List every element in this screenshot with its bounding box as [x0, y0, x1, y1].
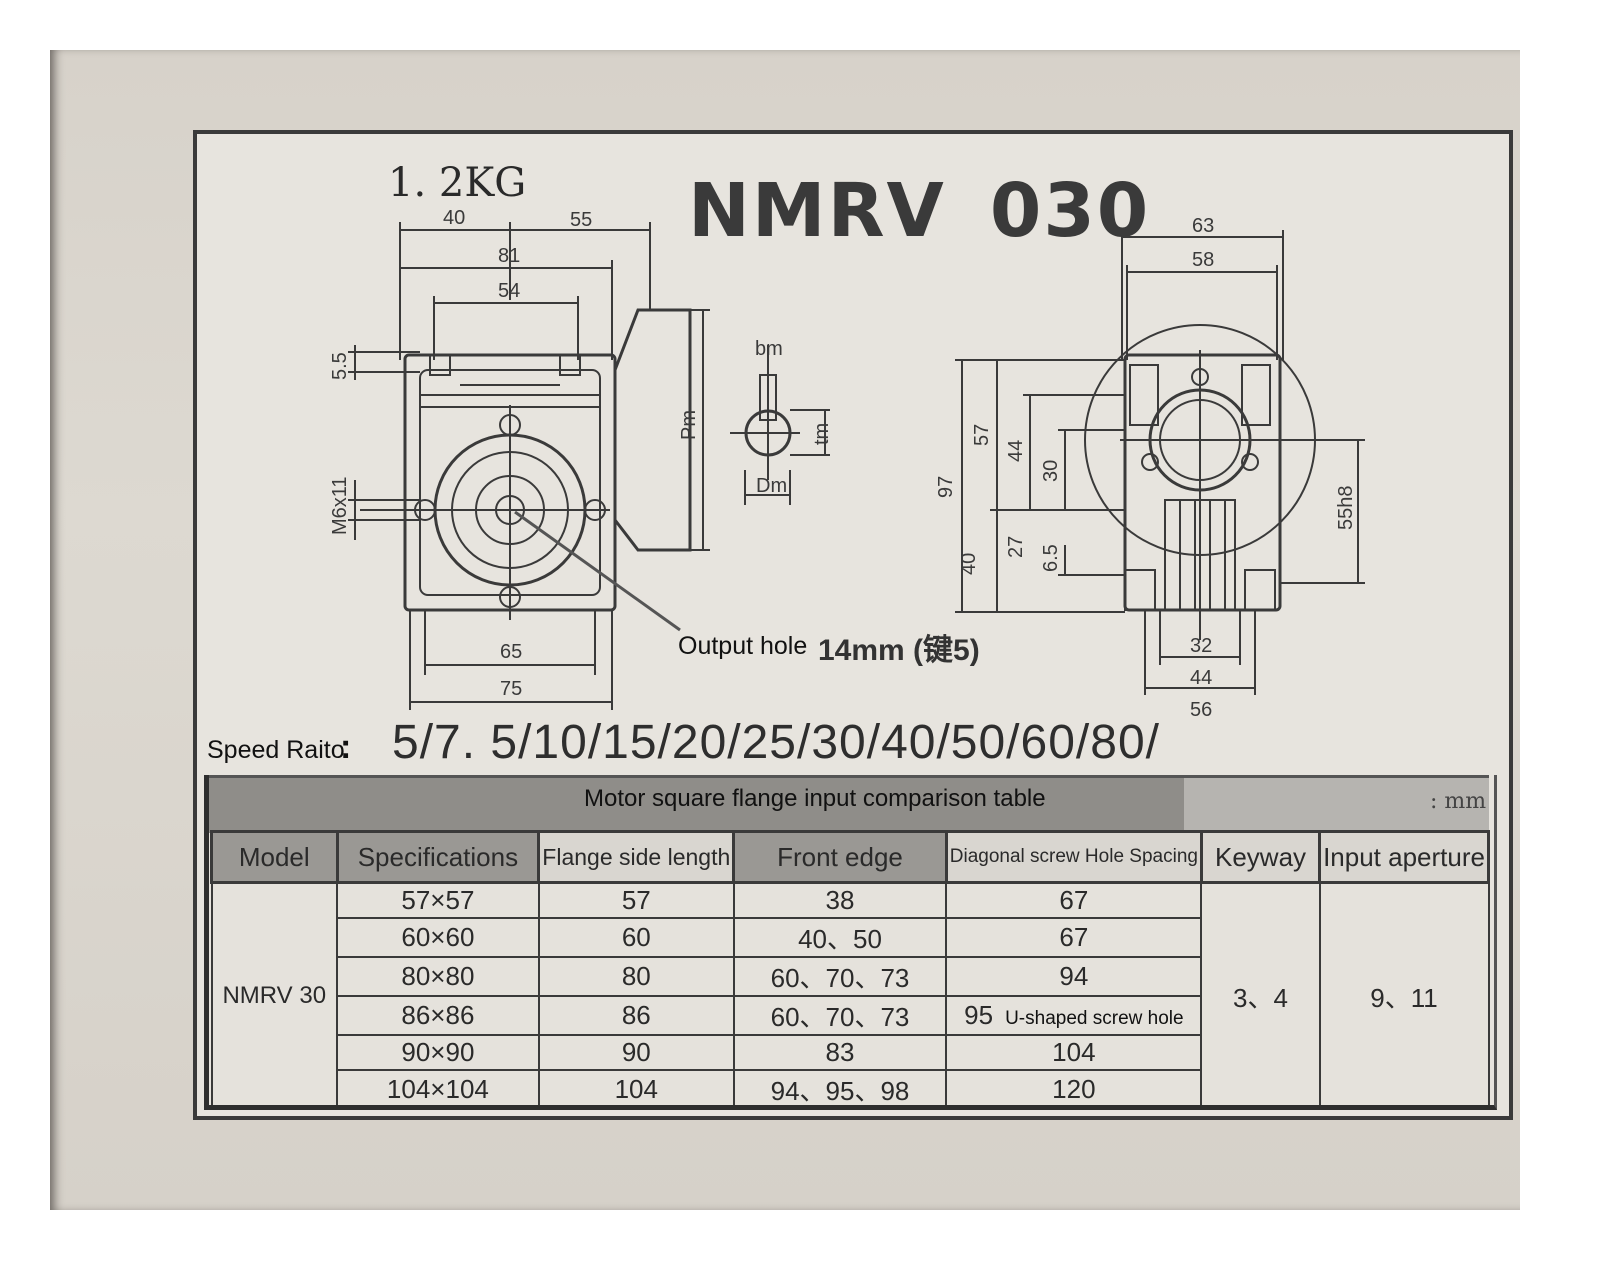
speed-ratio-values: 5/7. 5/10/15/20/25/30/40/50/60/80/	[392, 716, 1160, 769]
header-diagonal-hole-spacing: Diagonal screw Hole Spacing	[944, 830, 1203, 884]
front-edge-cell: 60、70、73	[732, 995, 948, 1036]
side-view	[955, 230, 1365, 695]
front-edge-cell: 94、95、98	[732, 1069, 948, 1110]
speed-ratio-label: Speed Raito	[207, 736, 345, 764]
header-model: Model	[210, 830, 339, 884]
header-keyway: Keyway	[1199, 830, 1322, 884]
table-row: NMRV 30 57×57 57 38 67 3、4 9、11	[210, 881, 1490, 1110]
spec-cell: 104×104	[336, 1069, 540, 1110]
dim-65: 65	[500, 641, 522, 663]
keyway-cell: 3、4	[1200, 881, 1321, 1110]
dim-44-vertical: 44	[1005, 440, 1027, 462]
weight-label: 1. 2KG	[388, 160, 527, 206]
dim-97: 97	[935, 476, 957, 498]
diagonal-cell: 120	[945, 1069, 1203, 1110]
flange-cell: 86	[537, 995, 735, 1036]
dim-40-side: 40	[958, 553, 980, 575]
diagonal-cell: 95 U-shaped screw hole	[945, 995, 1203, 1036]
table-row: 86×86 86 60、70、73 95 U-shaped screw hole	[212, 995, 1489, 1036]
table-row: 90×90 90 83 104	[212, 1034, 1489, 1071]
spec-cell: 90×90	[336, 1034, 540, 1071]
header-input-aperture: Input aperture	[1318, 830, 1490, 884]
dim-dm: Dm	[756, 475, 787, 497]
dim-55: 55	[570, 209, 592, 231]
front-edge-cell: 38	[732, 881, 948, 919]
diagonal-cell: 67	[945, 917, 1203, 958]
dim-44-horizontal: 44	[1190, 667, 1212, 689]
dim-55h8: 55h8	[1335, 486, 1357, 531]
table-title-bar	[204, 775, 1489, 833]
dim-30: 30	[1040, 460, 1062, 482]
flange-cell: 104	[537, 1069, 735, 1110]
flange-cell: 57	[537, 881, 735, 919]
u-shaped-note: U-shaped screw hole	[1005, 1008, 1184, 1029]
output-hole-value: 14mm (键5)	[818, 634, 980, 667]
dim-5-5: 5.5	[329, 352, 351, 380]
side-view-labels: 63 58 97 57 44 30 40 27 6.5 55h8 32 44 5…	[935, 215, 1357, 721]
table-title: Motor square flange input comparison tab…	[584, 785, 1046, 812]
header-flange-side-length: Flange side length	[537, 830, 736, 884]
spec-cell: 80×80	[336, 956, 540, 997]
header-front-edge: Front edge	[732, 830, 948, 884]
front-edge-cell: 83	[732, 1034, 948, 1071]
dim-40: 40	[443, 207, 465, 229]
flange-comparison-table: Model Specifications Flange side length …	[210, 830, 1490, 1110]
dim-6-5: 6.5	[1040, 544, 1062, 572]
input-aperture-cell: 9、11	[1318, 881, 1490, 1110]
diagonal-cell: 104	[945, 1034, 1203, 1071]
front-view-labels: 40 55 81 54 5.5 M6x11 Pm 65 75	[329, 207, 700, 700]
dim-56: 56	[1190, 699, 1212, 721]
technical-drawings: 40 55 81 54 5.5 M6x11 Pm 65 75 bm tm Dm	[329, 207, 1365, 721]
dim-57: 57	[971, 424, 993, 446]
diagonal-cell: 67	[945, 881, 1203, 919]
dim-tm: tm	[811, 423, 833, 445]
table-row: 60×60 60 40、50 67	[212, 917, 1489, 958]
dim-54: 54	[498, 280, 520, 302]
front-view	[348, 222, 710, 710]
speed-ratio-colon: :	[340, 728, 352, 766]
table-header-row: Model Specifications Flange side length …	[210, 830, 1490, 884]
diagonal-value: 95	[964, 1000, 994, 1030]
key-detail	[730, 345, 830, 505]
dim-m6: M6x11	[329, 476, 351, 535]
output-hole-label: Output hole	[678, 632, 808, 660]
flange-cell: 90	[537, 1034, 735, 1071]
flange-cell: 60	[537, 917, 735, 958]
spec-cell: 60×60	[336, 917, 540, 958]
dim-32: 32	[1190, 635, 1212, 657]
model-cell: NMRV 30	[210, 881, 339, 1110]
diagonal-cell: 94	[945, 956, 1203, 997]
front-edge-cell: 60、70、73	[732, 956, 948, 997]
dim-58: 58	[1192, 249, 1214, 271]
key-detail-labels: bm tm Dm	[755, 338, 833, 497]
dim-27: 27	[1005, 536, 1027, 558]
dim-75: 75	[500, 678, 522, 700]
dim-63: 63	[1192, 215, 1214, 237]
title-model: NMRV	[688, 168, 946, 254]
spec-cell: 86×86	[336, 995, 540, 1036]
spec-cell: 57×57	[336, 881, 540, 919]
dim-81: 81	[498, 245, 520, 267]
table-unit: : mm	[1430, 789, 1487, 814]
table-row: 80×80 80 60、70、73 94	[212, 956, 1489, 997]
header-specifications: Specifications	[335, 830, 541, 884]
dim-pm: Pm	[678, 410, 700, 440]
front-edge-cell: 40、50	[732, 917, 948, 958]
table-row: 104×104 104 94、95、98 120	[212, 1069, 1489, 1110]
dim-bm: bm	[755, 338, 783, 360]
flange-cell: 80	[537, 956, 735, 997]
